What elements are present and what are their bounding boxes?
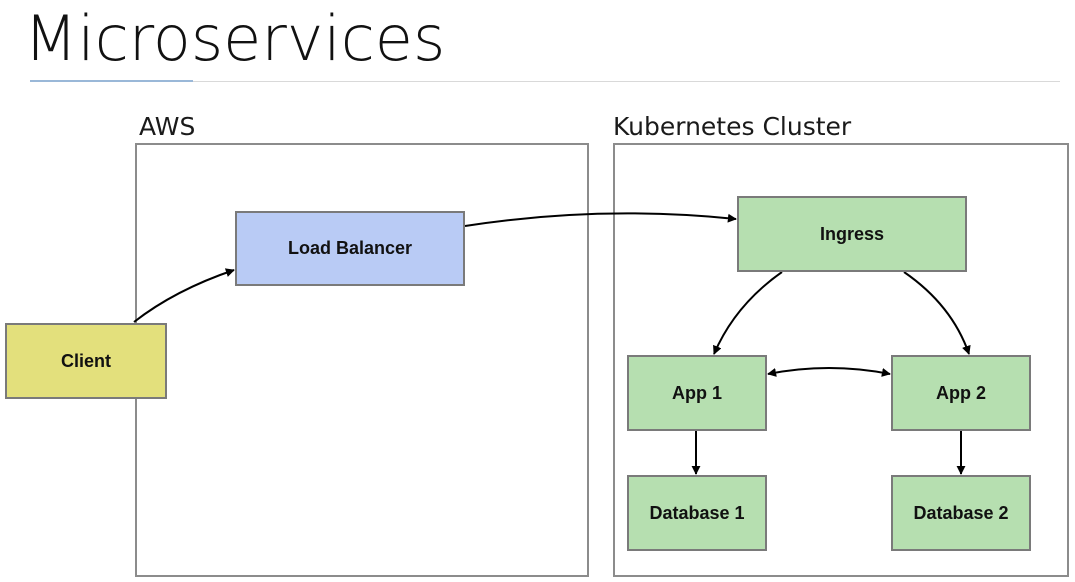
app1-node[interactable]: App 1 [627, 355, 767, 431]
client-node[interactable]: Client [5, 323, 167, 399]
app2-node-label: App 2 [935, 382, 986, 403]
database2-node[interactable]: Database 2 [891, 475, 1031, 551]
k8s-region-box [613, 143, 1069, 577]
ingress-node-label: Ingress [819, 223, 885, 244]
ingress-node[interactable]: Ingress [737, 196, 967, 272]
database1-node-label: Database 1 [649, 502, 745, 523]
load-balancer-node[interactable]: Load Balancer [235, 211, 465, 286]
title-divider [30, 81, 1060, 82]
app1-node-label: App 1 [671, 382, 722, 403]
client-node-label: Client [60, 350, 111, 371]
title-accent-bar [30, 80, 193, 82]
page-title: Microservices [24, 2, 446, 75]
aws-region-box [135, 143, 589, 577]
aws-region-label: AWS [139, 112, 196, 141]
database2-node-label: Database 2 [913, 502, 1009, 523]
k8s-region-label: Kubernetes Cluster [613, 112, 852, 141]
app2-node[interactable]: App 2 [891, 355, 1031, 431]
load-balancer-node-label: Load Balancer [287, 238, 413, 258]
database1-node[interactable]: Database 1 [627, 475, 767, 551]
